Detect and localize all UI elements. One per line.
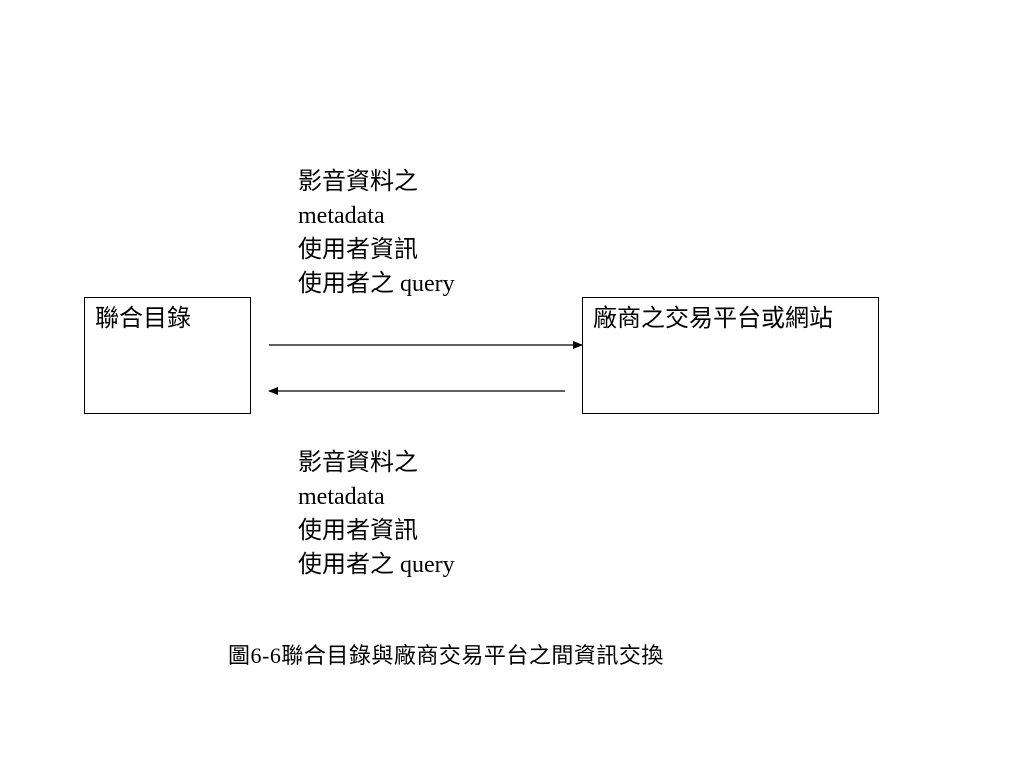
union-catalog-box: 聯合目錄	[84, 297, 251, 414]
top-flow-line-3: 使用者資訊	[298, 237, 418, 263]
union-catalog-label: 聯合目錄	[95, 306, 191, 332]
bottom-flow-line-3: 使用者資訊	[298, 518, 418, 544]
vendor-platform-label: 廠商之交易平台或網站	[593, 306, 833, 332]
top-flow-line-2: metadata	[298, 203, 385, 229]
bottom-flow-label: 影音資料之 metadata 使用者資訊 使用者之 query	[298, 446, 455, 582]
bottom-flow-line-2: metadata	[298, 484, 385, 510]
vendor-platform-box: 廠商之交易平台或網站	[582, 297, 879, 414]
top-flow-line-4: 使用者之 query	[298, 271, 455, 297]
top-flow-label: 影音資料之 metadata 使用者資訊 使用者之 query	[298, 165, 455, 301]
bottom-flow-line-1: 影音資料之	[298, 450, 418, 476]
figure-caption: 圖6-6聯合目錄與廠商交易平台之間資訊交換	[228, 643, 664, 668]
top-flow-line-1: 影音資料之	[298, 169, 418, 195]
bottom-flow-line-4: 使用者之 query	[298, 552, 455, 578]
